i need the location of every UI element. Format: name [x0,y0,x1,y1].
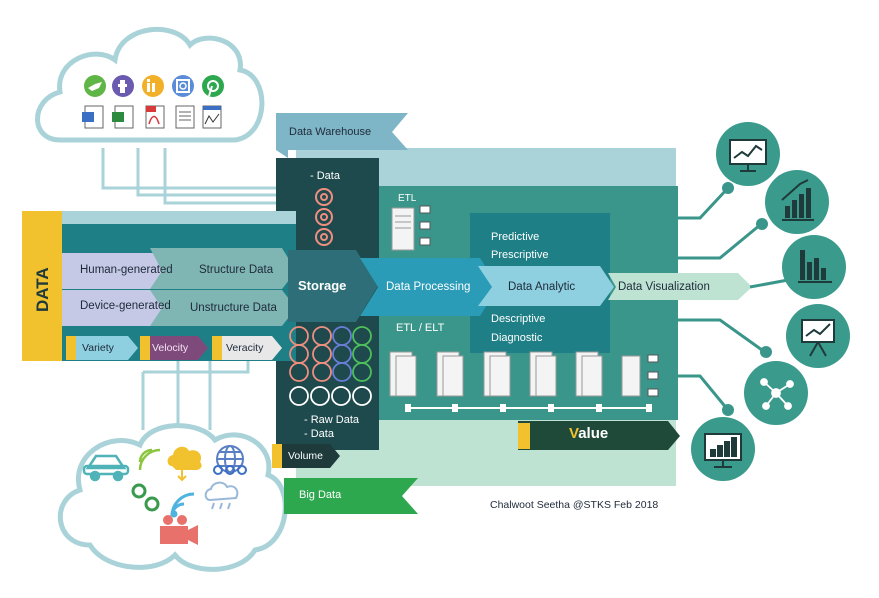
value-label: Value [569,425,608,442]
top-cloud-connectors [101,148,296,205]
raw-data-label: - Raw Data [304,414,360,426]
bottom-cloud [57,423,288,572]
velocity-label: Velocity [152,342,189,354]
users-icon [213,465,247,475]
descriptive-label: Descriptive [491,313,546,325]
cloud-sync-icon [167,446,202,482]
rain-cloud-icon [204,481,239,510]
text-file-icon [175,105,195,129]
data-analytic-arrow [478,266,614,306]
structure-data-row [150,248,296,289]
value-initial: V [569,425,579,442]
unstructure-data-label: Unstructure Data [190,302,277,314]
pinterest-icon [202,75,224,97]
value-rest: alue [578,425,609,442]
gears-icon [131,483,160,512]
veracity-label: Veracity [226,342,264,354]
bar-growth-chart-icon [781,179,814,221]
raw-data-grid-icon [289,326,372,406]
data-visualization-arrow [608,273,752,300]
rss-icon [170,492,195,518]
diagnostic-label: Diagnostic [491,332,543,344]
storage-arrow [288,250,378,322]
volume-label: Volume [288,450,324,462]
data-band-top-light [62,211,296,224]
variety-label: Variety [82,342,114,354]
predictive-label: Predictive [491,231,540,243]
credit-label: Chalwoot Seetha @STKS Feb 2018 [490,499,659,511]
etl-server-icon [391,205,431,251]
etl-elt-label: ETL / ELT [396,322,445,334]
wifi-icon [138,448,161,471]
storage-label: Storage [298,278,347,293]
data-warehouse-label: Data Warehouse [289,126,372,138]
data-processing-arrow [360,258,498,316]
data-vertical-label: DATA [33,267,52,312]
value-pill [518,421,680,450]
bottom-cloud-connectors [141,358,250,430]
big-data-flag [284,478,418,514]
data-warehouse-flag [276,113,408,158]
network-graph-icon [760,378,794,410]
device-generated-label: Device-generated [80,300,171,312]
data-band-yellow [22,225,62,361]
prescriptive-label: Prescriptive [491,249,549,261]
presentation-board-icon [801,319,835,357]
storage-data-item-label: - Data [304,428,334,440]
car-icon [82,454,130,482]
output-connectors [678,186,789,411]
monitor-bar-chart-icon [704,433,742,468]
unstructure-data-row [150,290,296,326]
data-stack-icon [315,188,333,246]
etl-label: ETL [398,193,417,204]
variety-pill [66,336,138,360]
big-data-label: Big Data [299,489,342,501]
server-farm-icon [389,351,641,397]
monitor-line-chart-icon [729,139,767,172]
human-generated-label: Human-generated [80,264,173,276]
instagram-icon [172,75,194,97]
velocity-pill [140,336,208,360]
storage-data-label: - Data [310,170,340,182]
video-camera-icon [160,515,198,545]
data-processing-label: Data Processing [386,281,471,293]
data-analytic-label: Data Analytic [508,281,576,293]
data-band-yellow-top [22,211,72,225]
volume-pill [272,444,340,468]
bar-chart-icon [798,250,832,283]
data-visualization-label: Data Visualization [618,281,710,293]
globe-icon [216,445,244,473]
veracity-pill [212,336,282,360]
structure-data-label: Structure Data [199,264,274,276]
